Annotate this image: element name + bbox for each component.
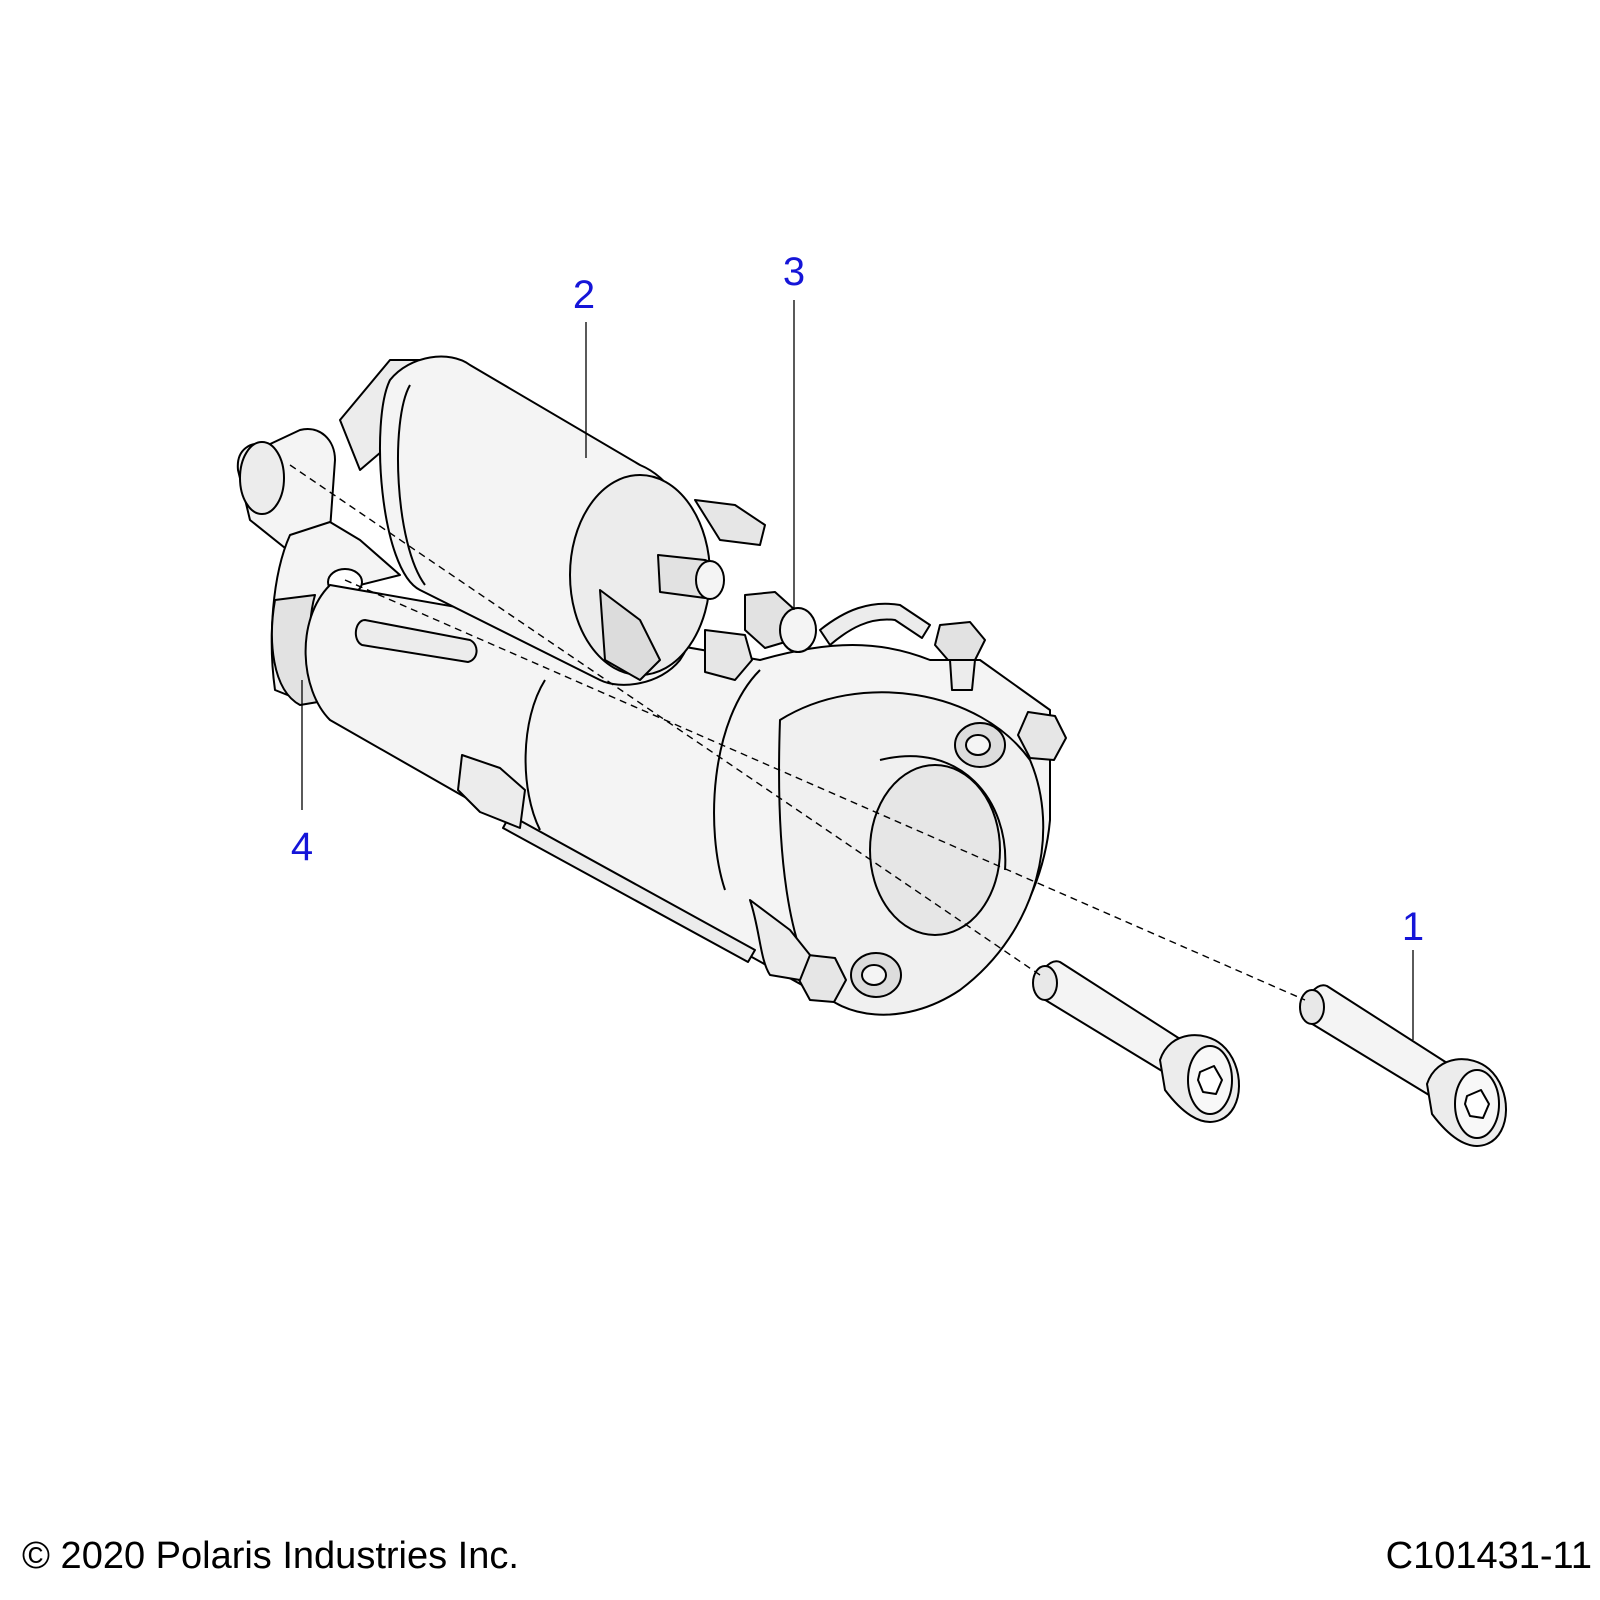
motor-band-seam	[526, 680, 545, 830]
end-cap-boss	[870, 765, 1000, 935]
drive-nose-face	[240, 442, 284, 514]
strap-bolt-head	[935, 622, 985, 660]
leader-lines	[301, 300, 1414, 1040]
endcap-screw-top-head	[966, 735, 990, 755]
copyright-notice: © 2020 Polaris Industries Inc.	[22, 1535, 519, 1577]
bolt-tip	[1033, 966, 1057, 1000]
lower-bracket	[458, 755, 525, 828]
starter-motor	[238, 357, 1066, 1015]
mounting-bolt-right	[1300, 985, 1506, 1146]
callout-4: 4	[291, 825, 313, 869]
solenoid-bracket-lower	[600, 590, 660, 680]
mounting-bolt-left	[1033, 961, 1239, 1122]
callout-labels: 1 2 3 4	[291, 250, 1424, 949]
solenoid-terminal-upper-end	[696, 561, 724, 599]
callout-2: 2	[573, 273, 595, 317]
endcap-screw-bottom-head	[862, 965, 886, 985]
through-bolt-lower	[503, 815, 755, 962]
assembly-centerlines	[289, 464, 1306, 1001]
strap-bolt-shank	[950, 660, 975, 690]
through-bolt-upper	[356, 620, 477, 662]
end-cap-ridge	[880, 756, 1005, 870]
motor-yoke-seam	[714, 670, 760, 890]
bolt-tip	[1300, 990, 1324, 1024]
hex-socket-icon	[1465, 1090, 1489, 1118]
solenoid-rim	[398, 385, 425, 585]
terminal-stud-end	[780, 608, 816, 652]
endcap-nut-top	[1018, 712, 1066, 760]
callout-3: 3	[783, 250, 805, 294]
centerline-right-bolt	[344, 579, 1306, 1001]
terminal-lower-stud	[705, 630, 752, 680]
solenoid-tab	[695, 500, 765, 545]
diagram-code: C101431-11	[1385, 1535, 1592, 1577]
callout-1: 1	[1402, 905, 1424, 949]
hex-socket-icon	[1198, 1066, 1222, 1094]
endcap-bracket	[750, 900, 810, 980]
connector-strap	[820, 604, 930, 645]
